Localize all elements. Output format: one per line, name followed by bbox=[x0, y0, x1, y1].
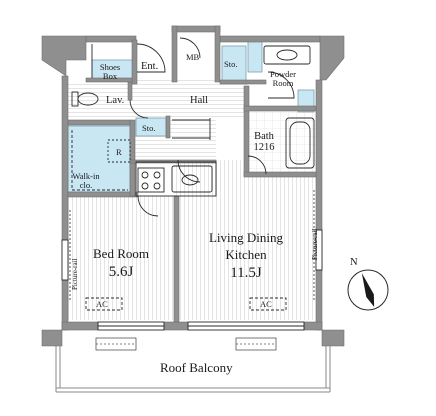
mb-label: MB bbox=[186, 52, 200, 62]
door-bath bbox=[247, 155, 267, 175]
wall-bottom-l bbox=[61, 321, 99, 331]
storage-top-area bbox=[221, 45, 247, 83]
balcony-units bbox=[95, 337, 277, 351]
wall-sto-bottom bbox=[219, 79, 267, 85]
powder-room-label: Powder Room bbox=[270, 69, 296, 88]
wall-sto-mid bbox=[165, 115, 171, 139]
door-entrance bbox=[136, 43, 166, 73]
wall-left bbox=[61, 75, 69, 331]
fixtures bbox=[71, 45, 315, 197]
bath-label: Bath 1216 bbox=[253, 131, 275, 153]
wall-wic-right bbox=[129, 119, 136, 197]
wall-top-mb bbox=[171, 25, 221, 33]
wall-corner-tl bbox=[41, 35, 87, 77]
door-lav bbox=[129, 99, 149, 119]
picture-rail-right-label: Picture-rail bbox=[311, 228, 319, 261]
roof-balcony-label: Roof Balcony bbox=[160, 360, 233, 375]
storage-mid-label: Sto. bbox=[142, 123, 156, 133]
ldk-floor bbox=[176, 160, 316, 320]
ac-units bbox=[85, 297, 287, 311]
wall-mb-left bbox=[171, 25, 178, 83]
window-left-side bbox=[61, 239, 69, 281]
hall-floor bbox=[130, 80, 248, 120]
ldk-label: Living Dining Kitchen 11.5J bbox=[208, 230, 284, 281]
wall-bottom-r bbox=[303, 321, 323, 331]
hall-label: Hall bbox=[190, 95, 209, 106]
wall-right bbox=[315, 79, 323, 331]
wall-partition bbox=[173, 195, 180, 323]
refrigerator bbox=[107, 139, 131, 163]
powder-shelf-area bbox=[247, 39, 263, 73]
walls bbox=[41, 25, 345, 347]
wall-bottom-m bbox=[163, 321, 189, 331]
wall-bath-left bbox=[243, 85, 250, 177]
storage-areas bbox=[67, 39, 315, 193]
toilet-lav bbox=[77, 92, 99, 106]
wall-lav-right bbox=[127, 81, 133, 101]
bed-room-label: Bed Room 5.6J bbox=[93, 246, 149, 280]
compass-needle bbox=[361, 273, 375, 307]
picture-rail-left-label: Picture-rail bbox=[71, 258, 79, 291]
door-powder bbox=[267, 71, 295, 99]
compass-circle bbox=[347, 269, 389, 311]
wall-top-ent bbox=[85, 35, 137, 43]
wall-wic-bottom bbox=[67, 191, 139, 198]
lavatory-label: Lav. bbox=[106, 95, 125, 106]
shoes-box-label: Shoes Box bbox=[99, 62, 121, 81]
north-label: N bbox=[350, 257, 358, 268]
door-bedroom bbox=[137, 195, 159, 217]
wall-kitchen-top bbox=[129, 159, 217, 164]
door-mb bbox=[179, 37, 201, 59]
wall-top-right bbox=[219, 35, 321, 43]
entrance-label: Ent. bbox=[141, 61, 159, 72]
picture-rails bbox=[69, 190, 315, 300]
powder-sink bbox=[263, 45, 311, 65]
kitchen-hob bbox=[137, 167, 165, 193]
windows bbox=[61, 229, 323, 331]
wall-bath-top bbox=[243, 105, 317, 112]
wall-ent-bottom bbox=[85, 77, 133, 83]
kitchen-counter bbox=[135, 161, 217, 197]
door-ldk bbox=[177, 159, 201, 183]
wall-corner-tr bbox=[319, 35, 345, 81]
refrigerator-label: R bbox=[116, 147, 122, 157]
storage-top-label: Sto. bbox=[224, 59, 238, 69]
wall-bath-bottom bbox=[243, 171, 317, 178]
ac-left-label: AC bbox=[96, 299, 108, 309]
window-right-side bbox=[315, 229, 323, 271]
wall-lav-bottom bbox=[67, 119, 131, 126]
wall-mb-right bbox=[214, 25, 221, 83]
ac-right-label: AC bbox=[260, 299, 272, 309]
compass bbox=[347, 269, 389, 311]
bathtub bbox=[285, 117, 315, 169]
wall-ent-right bbox=[131, 39, 138, 85]
walk-in-closet-label: Walk-in clo. bbox=[72, 171, 100, 190]
wall-corner-bl bbox=[41, 329, 63, 347]
wall-corner-br bbox=[321, 329, 345, 347]
kitchen-sink bbox=[171, 165, 213, 193]
